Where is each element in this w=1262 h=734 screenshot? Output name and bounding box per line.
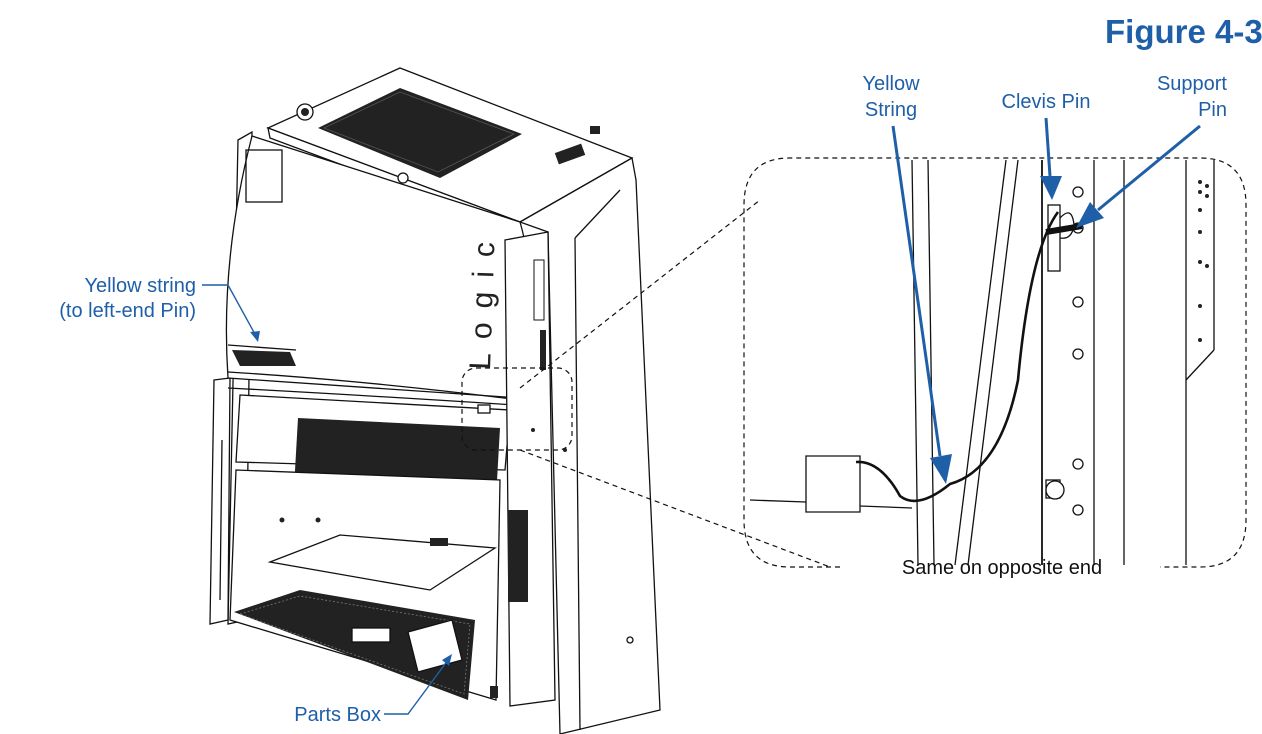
arrow-clevis-pin: [1044, 117, 1052, 177]
label-support-pin-line1: Support: [1157, 73, 1227, 95]
label-yellow-string-detail-line1: Yellow: [862, 73, 920, 95]
label-parts-box: Parts Box: [294, 704, 381, 726]
arrow-yellow-string-detail: [891, 125, 942, 457]
yellow-string-cable: [855, 211, 1060, 503]
projection-line-bottom: [519, 449, 831, 568]
projection-line-top: [519, 199, 761, 389]
label-yellow-string-left-line1: Yellow string: [84, 275, 196, 297]
front-grille: [234, 590, 475, 700]
label-yellow-string-left-line2: (to left-end Pin): [59, 300, 196, 322]
label-yellow-string-detail-line2: String: [865, 99, 917, 121]
label-same-on-opposite-end: Same on opposite end: [902, 557, 1102, 579]
brand-logo-text: Logic: [464, 227, 502, 370]
front-handle: [232, 350, 296, 366]
label-support-pin-line2: Pin: [1198, 99, 1227, 121]
figure-title: Figure 4-3: [1105, 13, 1262, 50]
leader-yellow-string-left: [202, 284, 257, 337]
exhaust-grille: [318, 88, 522, 178]
detail-view: [743, 157, 1247, 568]
biosafety-cabinet: Logic: [209, 67, 661, 734]
label-clevis-pin: Clevis Pin: [1002, 91, 1091, 113]
detail-callout-region: [461, 367, 573, 451]
clevis-pin: [1047, 204, 1061, 272]
support-pin: [1045, 223, 1083, 235]
leader-parts-box: [384, 659, 449, 715]
arrow-support-pin: [1097, 124, 1201, 212]
